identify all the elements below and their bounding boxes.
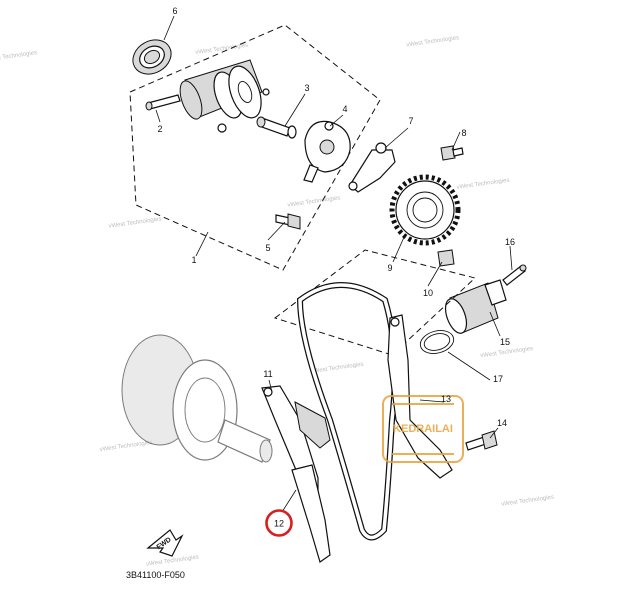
diagram-code: 3B41100-F050 [126,570,185,580]
part-16-bolt [502,264,527,286]
watermark: vWest Technologies [406,35,459,48]
watermark: vWest Technologies [0,50,37,63]
watermark: vWest Technologies [146,554,199,567]
callout-6: 6 [172,6,177,16]
tensioner-group-outline [273,249,477,356]
callout-2: 2 [157,124,162,134]
part-3-shaft [256,116,297,139]
callout-15: 15 [500,337,510,347]
part-8-bolt [440,145,464,161]
crankshaft [121,334,273,463]
callout-5: 5 [265,243,270,253]
part-15-tensioner [444,279,507,334]
part-6-bearing [132,39,172,75]
callout-9: 9 [387,263,392,273]
part-12-chain-guide [291,401,331,563]
callout-7: 7 [408,116,413,126]
camshaft [179,59,270,133]
watermark: vWest Technologies [311,362,364,375]
callout-12: 12 [274,519,284,529]
fwd-arrow: FWD [146,529,184,557]
watermark: vWest Technologies [287,195,340,208]
callouts: 6 2 3 4 5 1 7 8 9 10 11 13 14 15 16 17 [157,6,515,428]
watermark: vWest Technologies [456,178,509,191]
part-9-sprocket [389,174,461,246]
watermark: vWest Technologies [99,440,152,453]
callout-17: 17 [493,374,503,384]
part-13-tensioner-guide [387,314,453,479]
callout-14: 14 [497,418,507,428]
callout-8: 8 [461,128,466,138]
leader-lines [155,15,513,513]
callout-13: 13 [441,394,451,404]
callout-12-highlight: 12 [265,509,293,537]
callout-16: 16 [505,237,515,247]
callout-4: 4 [342,104,347,114]
part-4-lever [303,120,351,183]
logo-text: KEDRAILAI [393,423,453,435]
watermark: vWest Technologies [501,494,554,507]
part-5-bolt [275,213,301,230]
part-2-pin [145,94,181,111]
part-10-bolt [437,249,455,267]
callout-10: 10 [423,288,433,298]
part-14-bolt [465,430,498,451]
kedrailai-logo: KEDRAILAI [382,395,464,463]
watermark: vWest Technologies [480,346,533,359]
timing-chain [296,282,398,541]
callout-11: 11 [263,369,272,379]
part-17-gasket [419,330,455,354]
part-7-bracket [348,142,396,193]
camshaft-assembly-outline [129,24,381,271]
callout-1: 1 [191,255,196,265]
watermark: vWest Technologies [108,216,161,229]
callout-3: 3 [304,83,309,93]
